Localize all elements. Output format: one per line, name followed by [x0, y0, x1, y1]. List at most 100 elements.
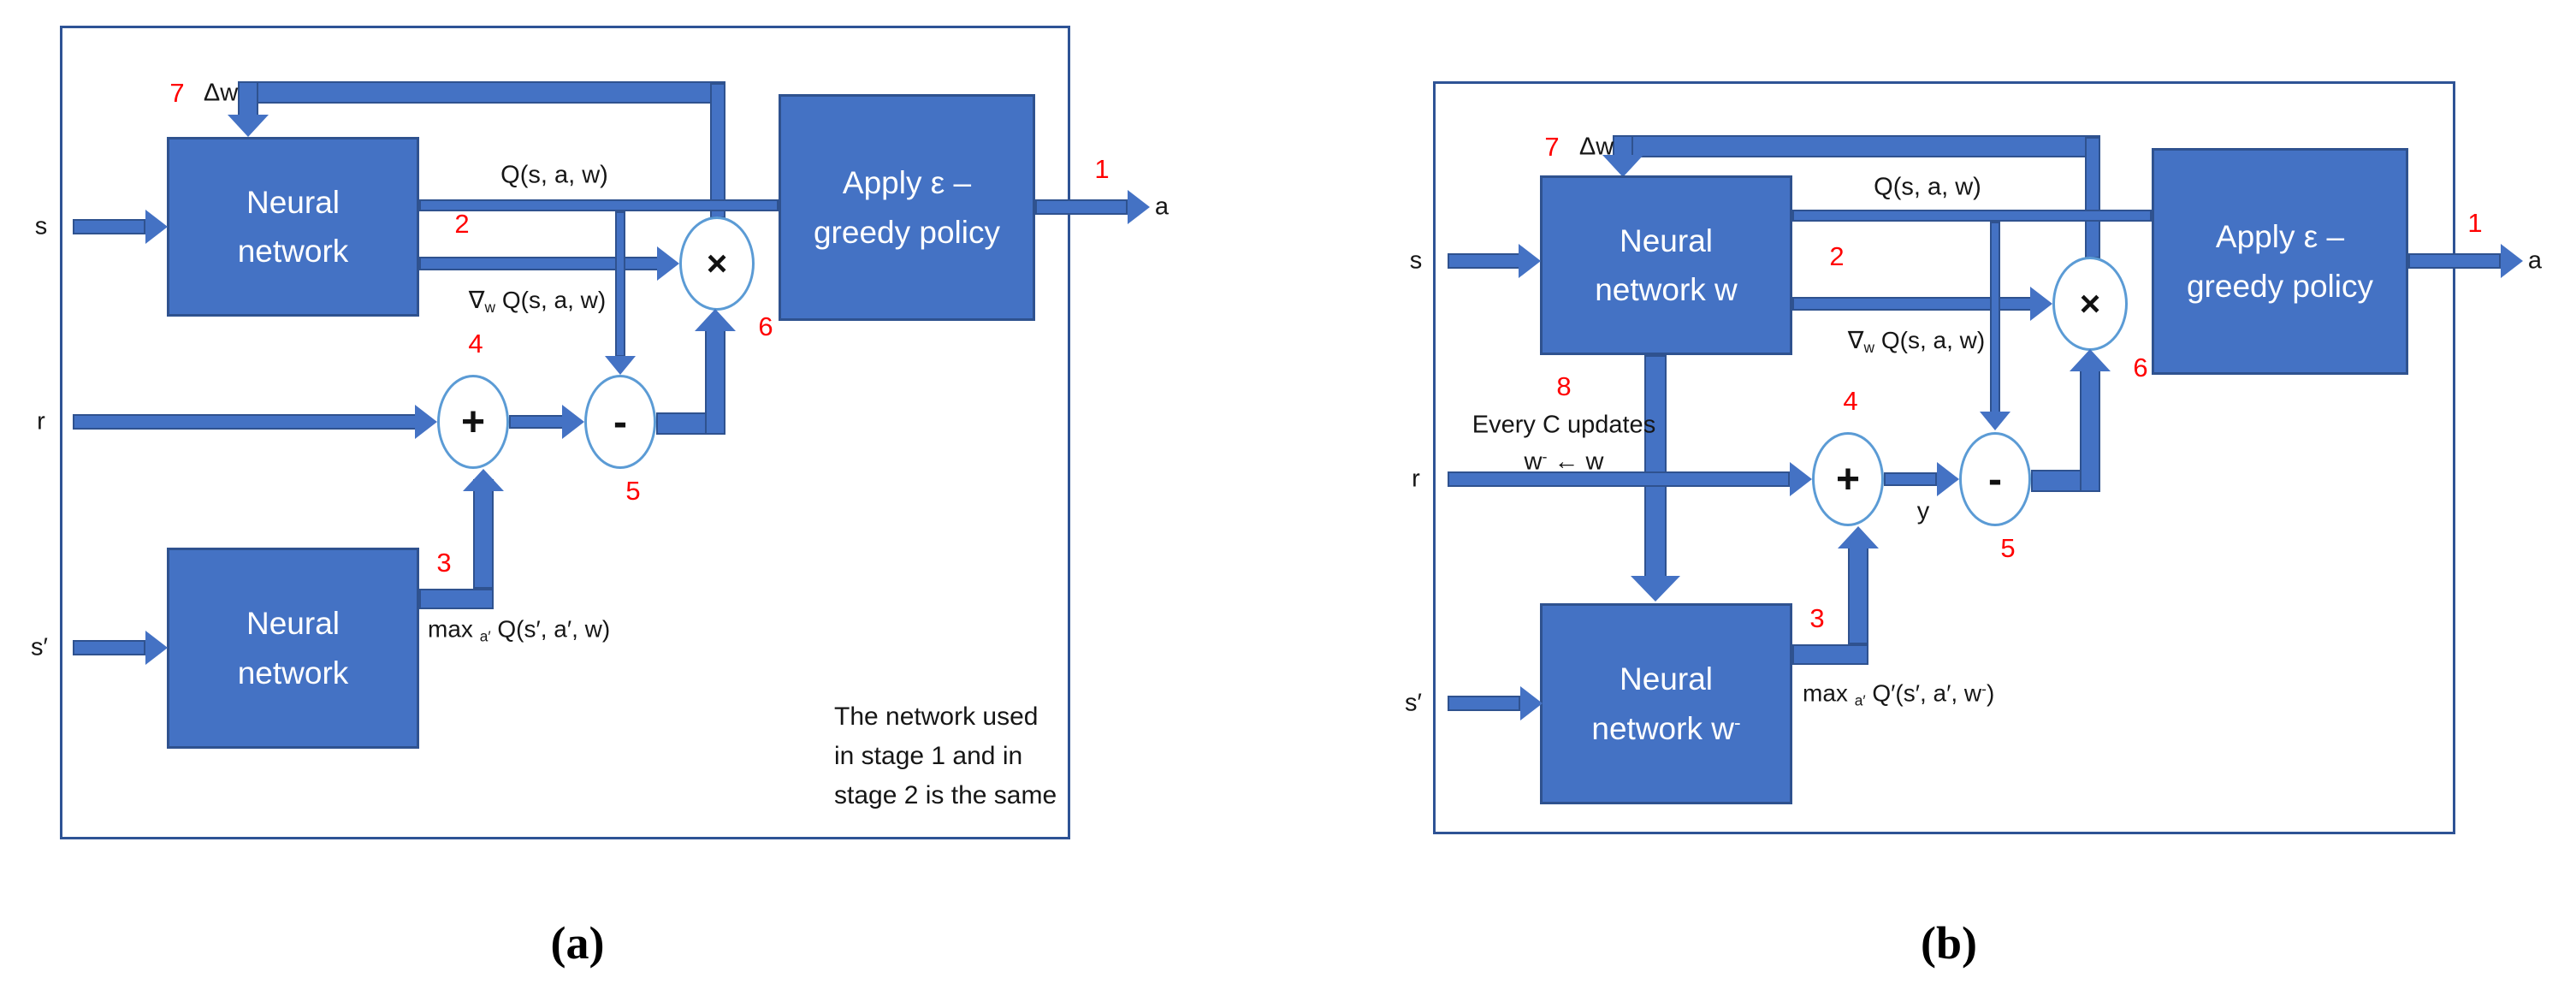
step-1-a: 1 [1094, 154, 1110, 184]
step-4-b: 4 [1843, 386, 1858, 416]
policy-b-line1: Apply ε – [2215, 219, 2345, 255]
neural-network-w-minus-box-b: Neural network w- [1540, 603, 1792, 804]
step-1-b: 1 [2467, 208, 2483, 238]
diagram-a-outer-box [60, 26, 1070, 839]
step-7-b: 7 [1544, 132, 1560, 162]
nn-top-b-line2: network w [1595, 272, 1738, 307]
diagram-b-outer-box [1433, 81, 2455, 834]
r-input-arrowhead-a [415, 405, 437, 439]
step-8-b: 8 [1556, 371, 1572, 401]
policy-a-line2: greedy policy [813, 214, 1000, 250]
multiply-node-b: × [2052, 257, 2128, 351]
step-7-a: 7 [169, 78, 185, 108]
update-rule-sup: - [1542, 448, 1548, 465]
step-5-b: 5 [2000, 533, 2016, 563]
q-drop-arrowhead-a [605, 356, 636, 375]
max-q-label-a: max a′ Q(s′, a′, w) [428, 616, 610, 646]
nn-top-b-line1: Neural [1620, 222, 1713, 258]
minus-out-vertical-bar-a [705, 329, 725, 435]
nn2-out-horizontal-bar-a [419, 589, 494, 609]
s-prime-label-b: s′ [1405, 689, 1422, 717]
r-input-arrow-bar-b [1448, 471, 1790, 487]
nn-bottom-b-line2-sup: - [1733, 711, 1741, 734]
minus-node-b: - [1959, 432, 2031, 526]
step-2-a: 2 [454, 209, 470, 239]
nn2-out-horizontal-bar-b [1792, 644, 1868, 665]
gradient-label-a-nabla: ∇ [468, 287, 485, 314]
step-2-b: 2 [1829, 241, 1845, 271]
minus-out-arrowhead-up-a [695, 309, 736, 331]
nn-bottom-b-line2-prefix: network w [1591, 710, 1734, 746]
nn2-out-arrowhead-up-a [463, 469, 504, 491]
action-output-bar-b [2408, 253, 2501, 269]
q-value-line-a [419, 199, 779, 211]
q-drop-line-a [615, 211, 625, 357]
step-4-a: 4 [468, 329, 483, 359]
nn-top-a-line1: Neural [246, 184, 340, 220]
s-input-arrow-bar-a [73, 219, 145, 234]
step-5-a: 5 [625, 476, 641, 506]
update-rule-label-b: w- ← w [1525, 448, 1604, 477]
r-input-arrow-bar-a [73, 414, 417, 430]
s-input-label-b: s [1409, 246, 1423, 275]
s-prime-label-a: s′ [31, 633, 48, 661]
target-copy-arrow-bar-b [1644, 355, 1667, 578]
neural-network-w-box-b: Neural network w [1540, 175, 1792, 355]
s-prime-input-bar-b [1448, 696, 1520, 711]
neural-network-top-box-a: Neural network [167, 137, 419, 317]
gradient-label-a-rest: Q(s, a, w) [495, 287, 607, 314]
s-prime-input-bar-a [73, 640, 145, 655]
target-copy-arrowhead-b [1631, 576, 1680, 602]
plus-to-minus-arrowhead-b [1937, 462, 1959, 496]
nn2-out-vertical-bar-a [473, 479, 494, 589]
nn-bottom-a-line2: network [237, 655, 349, 691]
q-drop-arrowhead-b [1980, 412, 2010, 430]
max-q-b-mid: Q′(s′, a′, w [1865, 679, 1982, 707]
r-input-label-a: r [37, 407, 45, 436]
plus-to-minus-arrowhead-a [562, 405, 584, 439]
note-a-line2: in stage 1 and in [834, 741, 1023, 770]
q-value-line-b [1792, 210, 2152, 222]
nn-bottom-b-line2: network w- [1591, 704, 1740, 753]
note-text-a: The network used in stage 1 and in stage… [834, 697, 1057, 815]
action-output-bar-a [1035, 199, 1128, 215]
nn-top-a-line2: network [237, 234, 349, 269]
caption-a: (a) [550, 917, 605, 969]
feedback-loop-top-bar-b [1613, 135, 2100, 157]
delta-w-label-a: Δw [203, 79, 239, 107]
max-q-a-rest: Q(s′, a′, w) [490, 615, 611, 643]
gradient-label-a: ∇w Q(s, a, w) [469, 286, 606, 317]
note-a-line3: stage 2 is the same [834, 780, 1057, 809]
feedback-loop-top-bar-a [238, 81, 725, 104]
plus-to-minus-bar-b [1884, 472, 1937, 486]
gradient-label-b-nabla: ∇ [1847, 327, 1864, 354]
nn2-out-vertical-bar-b [1848, 537, 1868, 644]
caption-b: (b) [1921, 917, 1977, 969]
max-q-b-sub: a′ [1854, 691, 1866, 709]
minus-node-a: - [584, 375, 656, 469]
max-q-a-sub: a′ [479, 627, 491, 645]
gradient-label-b-rest: Q(s, a, w) [1874, 327, 1986, 354]
max-q-a-prefix: max [428, 615, 480, 643]
plus-node-b: + [1812, 432, 1884, 526]
s-prime-arrowhead-a [145, 631, 168, 665]
multiply-node-a: × [679, 216, 755, 311]
feedback-riser-bar-a [710, 83, 725, 218]
step-3-b: 3 [1809, 603, 1825, 633]
policy-box-a: Apply ε – greedy policy [779, 94, 1035, 321]
feedback-arrowhead-down-a [228, 115, 269, 137]
policy-a-line1: Apply ε – [842, 165, 972, 201]
feedback-arrowhead-down-b [1602, 155, 1643, 177]
max-q-b-sup: - [1981, 679, 1987, 697]
s-input-arrowhead-b [1519, 244, 1541, 278]
s-input-arrow-bar-b [1448, 253, 1520, 269]
nn2-out-arrowhead-up-b [1838, 526, 1879, 548]
step-3-a: 3 [436, 548, 452, 578]
feedback-riser-bar-b [2085, 137, 2100, 258]
s-input-label-a: s [34, 212, 48, 240]
step-6-a: 6 [758, 311, 773, 341]
policy-b-line2: greedy policy [2186, 268, 2373, 304]
delta-w-label-b: Δw [1578, 133, 1614, 161]
s-prime-arrowhead-b [1520, 686, 1543, 720]
update-rule-w: w [1524, 448, 1543, 476]
